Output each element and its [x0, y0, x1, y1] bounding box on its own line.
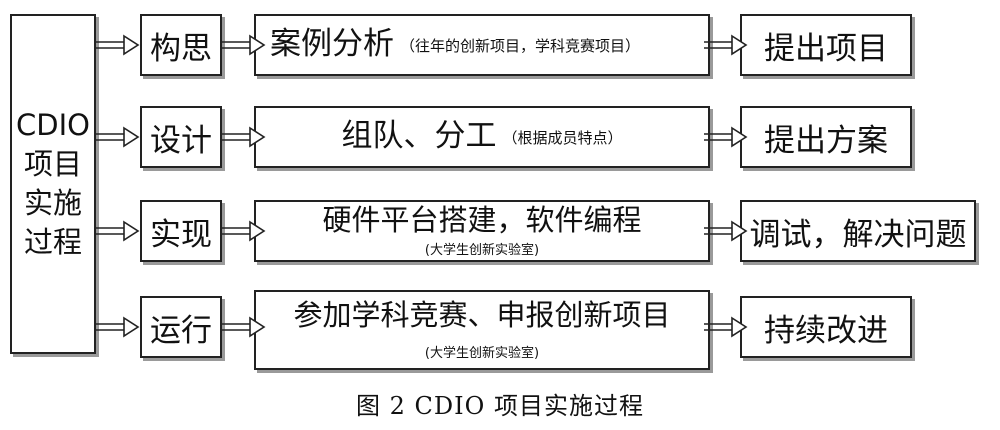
arrow-left-to-implement — [95, 221, 139, 241]
left-title-line-3: 实施 — [23, 186, 82, 220]
step-box-design: 设计 — [140, 106, 222, 168]
cdio-process-box: CDIO 项目 实施 过程 — [10, 14, 96, 354]
step-label-operate: 运行 — [150, 312, 212, 349]
task-sub-competition-application: (大学生创新实验室) — [424, 346, 540, 362]
result-label-debug-solve: 调试，解决问题 — [749, 216, 967, 253]
task-main-competition-application: 参加学科竞赛、申报创新项目 — [293, 297, 671, 332]
task-box-competition-application: 参加学科竞赛、申报创新项目 (大学生创新实验室) — [254, 290, 710, 370]
left-title-line-4: 过程 — [23, 225, 82, 260]
task-sub-case-analysis: （往年的创新项目，学科竞赛项目） — [400, 36, 641, 55]
arrow-left-to-design — [95, 127, 139, 147]
step-box-operate: 运行 — [140, 296, 222, 358]
task-main-hardware-software: 硬件平台搭建，软件编程 — [322, 202, 642, 237]
task-sub-hardware-software: (大学生创新实验室) — [424, 243, 540, 259]
left-title-line-1: CDIO — [16, 107, 90, 142]
task-main-case-analysis: 案例分析 — [270, 26, 394, 63]
task-box-case-analysis: 案例分析 （往年的创新项目，学科竞赛项目） — [254, 14, 710, 76]
task-box-team-division: 组队、分工 （根据成员特点） — [254, 106, 710, 168]
result-label-propose-project: 提出项目 — [764, 30, 888, 67]
task-sub-team-division: （根据成员特点） — [502, 128, 623, 147]
result-box-continuous-improvement: 持续改进 — [740, 296, 912, 358]
arrow-left-to-conceive — [95, 35, 139, 55]
task-box-hardware-software: 硬件平台搭建，软件编程 (大学生创新实验室) — [254, 200, 710, 262]
result-box-propose-project: 提出项目 — [740, 14, 912, 76]
figure-caption: 图 2 CDIO 项目实施过程 — [356, 392, 644, 420]
task-main-team-division: 组队、分工 — [341, 118, 497, 155]
step-box-conceive: 构思 — [140, 14, 222, 76]
step-label-implement: 实现 — [150, 216, 212, 253]
step-box-implement: 实现 — [140, 200, 222, 262]
result-label-propose-plan: 提出方案 — [764, 122, 888, 159]
result-label-continuous-improvement: 持续改进 — [764, 312, 888, 349]
step-label-conceive: 构思 — [150, 30, 212, 67]
result-box-propose-plan: 提出方案 — [740, 106, 912, 168]
result-box-debug-solve: 调试，解决问题 — [740, 200, 976, 262]
step-label-design: 设计 — [150, 122, 212, 159]
arrow-left-to-operate — [95, 317, 139, 337]
left-title-line-2: 项目 — [23, 146, 82, 181]
